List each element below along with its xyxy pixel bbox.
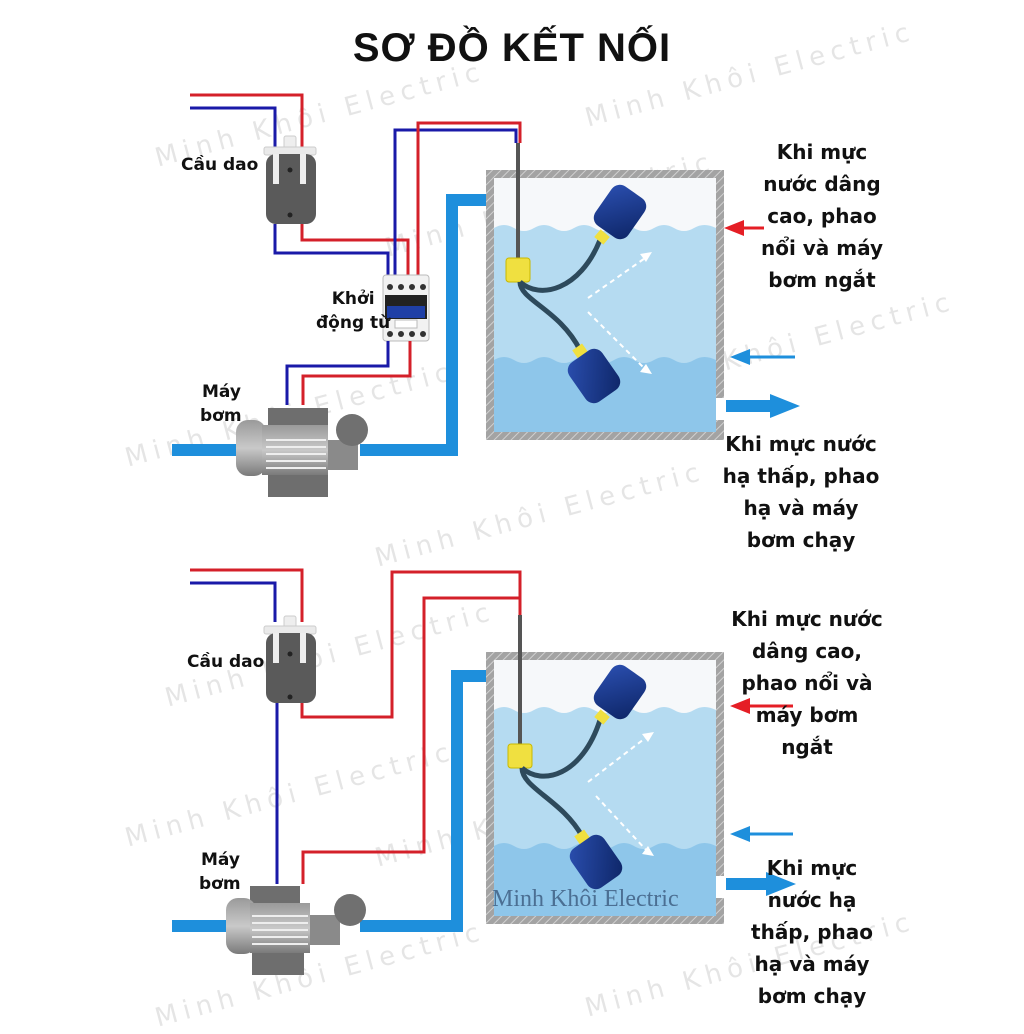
note-line: máy bơm [755, 703, 859, 727]
float-switch-icon [505, 143, 652, 404]
contactor-label-line1: Khởi [331, 289, 375, 309]
pump-label-line2: bơm [200, 406, 242, 426]
contactor-label-line2: động từ [316, 313, 391, 333]
note-line: Khi mực [776, 140, 868, 164]
float-switch-wires [393, 121, 522, 275]
note-line: nước hạ [767, 888, 857, 912]
note-low-water: Khi mực nước hạ thấp, phao hạ và máy bơm… [716, 428, 886, 556]
page-title: SƠ ĐỒ KẾT NỐI [352, 26, 672, 70]
breaker-to-float-wire [300, 570, 522, 719]
float-to-pump-wire [301, 596, 520, 884]
high-level-arrow [730, 698, 793, 714]
note-line: thấp, phao [751, 920, 873, 944]
note-line: hạ và máy [743, 496, 859, 520]
float-switch-icon [507, 615, 654, 890]
contactor-icon [382, 274, 430, 342]
note-line: hạ và máy [754, 952, 870, 976]
supply-wires [190, 93, 304, 158]
wiring-diagram-bottom [172, 568, 796, 975]
note-line: bơm ngắt [768, 268, 876, 292]
note-line: Khi mực nước [731, 607, 883, 631]
note-line: dâng cao, [751, 639, 863, 663]
wiring-diagram-top [172, 93, 800, 497]
note-line: Khi mực nước [725, 432, 877, 456]
contactor-label: Khởi động từ [316, 287, 390, 335]
note-line: nước dâng [763, 172, 881, 196]
note-line: Khi mực [766, 856, 858, 880]
breaker-icon [263, 135, 317, 224]
breaker-to-contactor-wires [273, 224, 410, 275]
note-line: bơm chạy [746, 528, 856, 552]
contactor-to-pump-wires [285, 341, 412, 405]
note-line: cao, phao [767, 204, 877, 228]
pump-icon [236, 408, 368, 497]
note-high-water: Khi mực nước dâng cao, phao nổi và máy b… [722, 603, 892, 763]
note-line: hạ thấp, phao [722, 464, 880, 488]
high-level-arrow [724, 220, 764, 236]
supply-wires [190, 568, 304, 622]
note-line: phao nổi và [741, 671, 873, 695]
pump-label: Máy bơm [199, 848, 241, 896]
pump-label-line1: Máy [202, 382, 241, 402]
pump-label: Máy bơm [200, 380, 242, 428]
outlet-arrow [726, 394, 800, 418]
note-line: nổi và máy [760, 236, 884, 260]
pump-icon [226, 886, 366, 975]
breaker-label: Cầu dao [181, 155, 259, 175]
low-level-arrow [730, 349, 795, 365]
note-line: ngắt [781, 735, 833, 759]
note-low-water: Khi mực nước hạ thấp, phao hạ và máy bơm… [727, 852, 897, 1012]
brand-label: Minh Khôi Electric [492, 886, 679, 912]
note-high-water: Khi mực nước dâng cao, phao nổi và máy b… [737, 136, 907, 296]
low-level-arrow [730, 826, 793, 842]
note-line: bơm chạy [757, 984, 867, 1008]
outlet-arrow [726, 872, 796, 896]
pump-label-line1: Máy [201, 850, 240, 870]
breaker-icon [263, 615, 317, 703]
pump-label-line2: bơm [199, 874, 241, 894]
breaker-label: Cầu dao [187, 652, 265, 672]
